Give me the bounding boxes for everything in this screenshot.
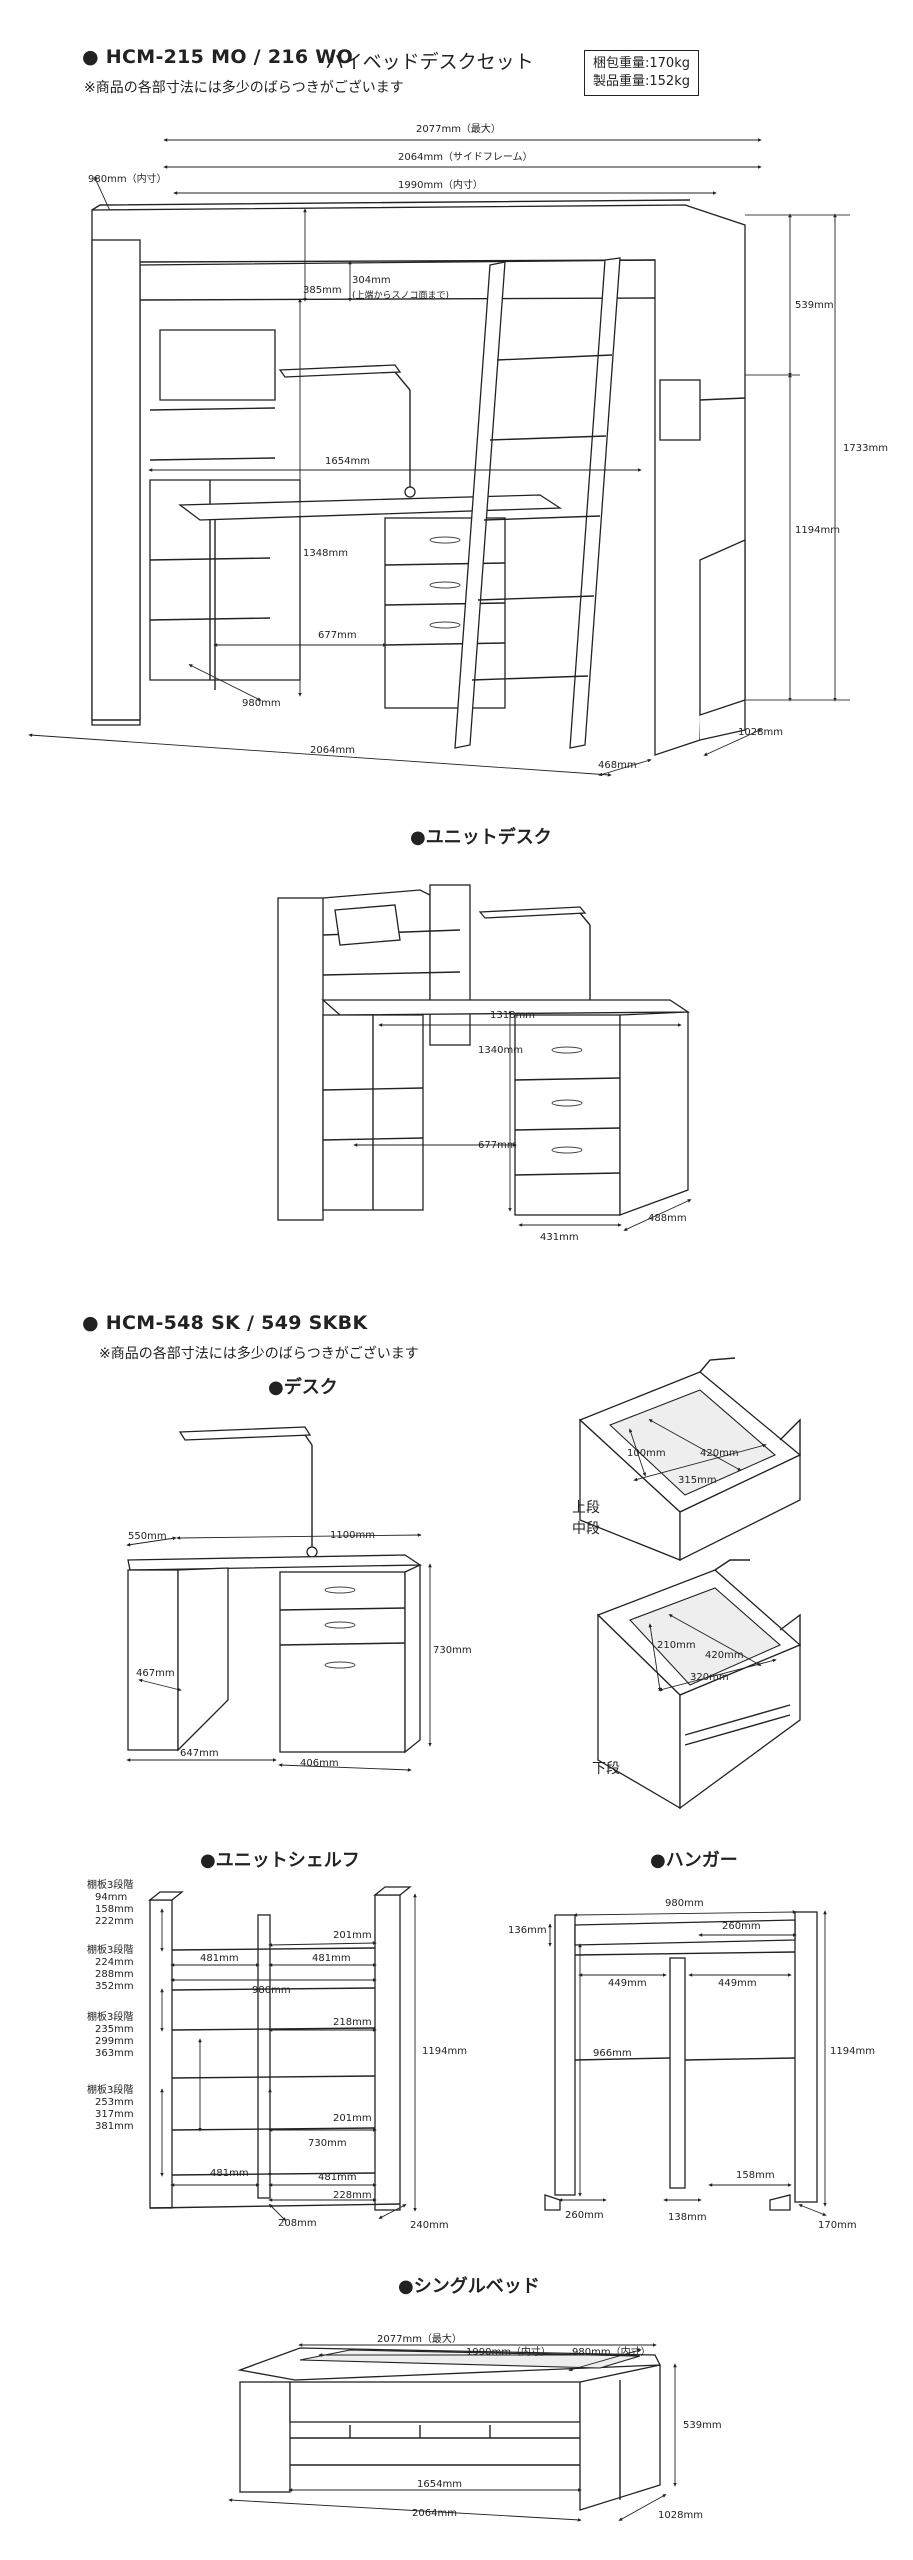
dim-304: 304mm [352,275,391,286]
bed-dim-1990: 1990mm（内寸） [466,2347,551,2358]
desk-drawing [126,1426,432,1772]
hanger-dim-158: 158mm [736,2170,775,2181]
hanger-dim-449-a: 449mm [608,1978,647,1989]
section2-note: ※商品の各部寸法には多少のばらつきがございます [99,1346,419,1362]
shelf-dim-240: 240mm [410,2220,449,2231]
ud-dim-488: 488mm [648,1213,687,1224]
desk-dim-406: 406mm [300,1758,339,1769]
product-subtitle: ハイベッドデスクセット [325,51,534,73]
desk-dim-467: 467mm [136,1668,175,1679]
unit-desk-title: ●ユニットデスク [410,827,552,848]
single-bed-title: ●シングルベッド [398,2276,540,2297]
desk-title: ●デスク [268,1377,338,1398]
dim-539: 539mm [795,300,834,311]
hanger-dim-449-b: 449mm [718,1978,757,1989]
bed-dim-2064: 2064mm [412,2508,457,2519]
ud-dim-1318: 1318mm [490,1010,535,1021]
shelf-dim-481-c: 481mm [210,2168,249,2179]
bed-dim-2077: 2077mm（最大） [377,2334,462,2345]
dim-1028: 1028mm [738,727,783,738]
dim-2077: 2077mm（最大） [416,124,501,135]
dim-2064-side: 2064mm（サイドフレーム） [398,152,533,163]
shelf-dim-201-low: 201mm [333,2113,372,2124]
hanger-dim-260-base: 260mm [565,2210,604,2221]
shelf-dim-1194: 1194mm [422,2046,467,2057]
dim-677: 677mm [318,630,357,641]
hanger-title: ●ハンガー [650,1850,738,1871]
variance-note: ※商品の各部寸法には多少のばらつきがございます [84,80,404,96]
hanger-dim-138: 138mm [668,2212,707,2223]
drawer-low-dim-210: 210mm [657,1640,696,1651]
section2-title: ● HCM-548 SK / 549 SKBK [82,1312,368,1334]
drawer-up-dim-100: 100mm [627,1448,666,1459]
drawer-label-middle: 中段 [572,1521,600,1537]
desk-dim-730: 730mm [433,1645,472,1656]
shelf-group-2: 棚板3段階 224mm 288mm 352mm [87,1945,134,1992]
hanger-drawing [544,1910,827,2216]
shelf-dim-218: 218mm [333,2017,372,2028]
unit-shelf-drawing [148,1886,417,2222]
high-bed-set-drawing [28,138,850,777]
hanger-dim-1194: 1194mm [830,2046,875,2057]
dim-1654: 1654mm [325,456,370,467]
shelf-group-3: 棚板3段階 235mm 299mm 363mm [87,2012,134,2059]
package-weight: 梱包重量:170kg [593,56,690,71]
drawer-label-upper: 上段 [572,1500,600,1516]
shelf-dim-481-a: 481mm [200,1953,239,1964]
ud-dim-431: 431mm [540,1232,579,1243]
shelf-dim-481-d: 481mm [318,2172,357,2183]
desk-dim-1100: 1100mm [330,1530,375,1541]
hanger-dim-980: 980mm [665,1898,704,1909]
dim-1733: 1733mm [843,443,888,454]
drawer-up-dim-315: 315mm [678,1475,717,1486]
bed-dim-1654: 1654mm [417,2479,462,2490]
weight-box: 梱包重量:170kg 製品重量:152kg [584,50,699,96]
ud-dim-1340: 1340mm [478,1045,523,1056]
desk-dim-550: 550mm [128,1531,167,1542]
dim-980-depth: 980mm [242,698,281,709]
dim-1194: 1194mm [795,525,840,536]
shelf-dim-201-top: 201mm [333,1930,372,1941]
unit-desk-drawing [277,884,692,1231]
shelf-dim-228: 228mm [333,2190,372,2201]
shelf-dim-208: 208mm [278,2218,317,2229]
shelf-group-1: 棚板3段階 94mm 158mm 222mm [87,1880,134,1927]
shelf-dim-980: 980mm [252,1985,291,1996]
drawer-low-dim-320: 320mm [690,1672,729,1683]
hanger-dim-170: 170mm [818,2220,857,2231]
dim-980-inner: 980mm（内寸） [88,174,167,185]
dim-304-note: (上端からスノコ面まで) [352,291,450,301]
bed-dim-539: 539mm [683,2420,722,2431]
dim-468: 468mm [598,760,637,771]
shelf-group-4: 棚板3段階 253mm 317mm 381mm [87,2085,134,2132]
drawer-low-dim-420: 420mm [705,1650,744,1661]
drawer-upper-drawing [578,1357,802,1562]
unit-shelf-title: ●ユニットシェルフ [200,1850,360,1871]
shelf-dim-730: 730mm [308,2138,347,2149]
dim-385: 385mm [303,285,342,296]
drawer-lower-drawing [596,1559,802,1810]
ud-dim-677: 677mm [478,1140,517,1151]
bed-dim-1028: 1028mm [658,2510,703,2521]
dim-1348: 1348mm [303,548,348,559]
desk-dim-647: 647mm [180,1748,219,1759]
hanger-dim-966: 966mm [593,2048,632,2059]
bed-dim-980: 980mm（内寸） [572,2347,651,2358]
dim-2064-base: 2064mm [310,745,355,756]
shelf-dim-481-b: 481mm [312,1953,351,1964]
product-weight: 製品重量:152kg [593,74,690,89]
drawer-label-lower: 下段 [592,1761,620,1777]
product-title: ● HCM-215 MO / 216 WO [82,46,354,68]
drawer-up-dim-420: 420mm [700,1448,739,1459]
dim-1990-inner: 1990mm（内寸） [398,180,483,191]
hanger-dim-260-top: 260mm [722,1921,761,1932]
hanger-dim-136: 136mm [508,1925,547,1936]
